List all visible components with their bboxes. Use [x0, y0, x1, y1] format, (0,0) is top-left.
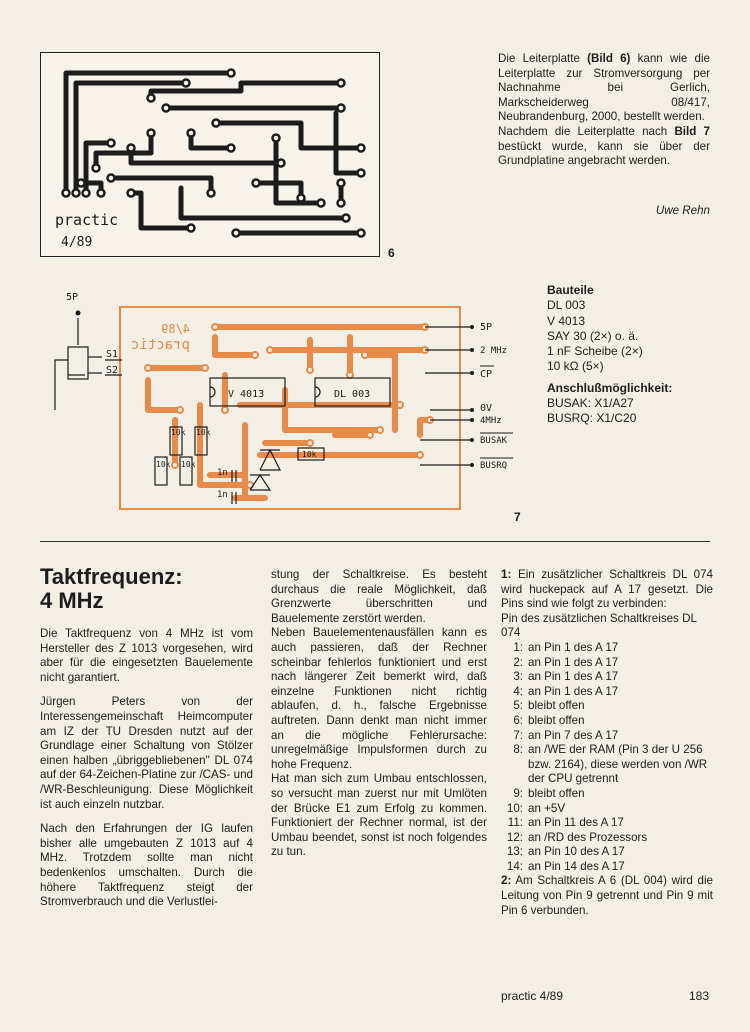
pin-2mhz: 2 MHz — [480, 346, 507, 356]
ic-v4013-label: V 4013 — [228, 389, 264, 400]
list-item: 10:an +5V — [506, 801, 566, 815]
schematic-drawing: 4/89 practic — [54, 292, 513, 510]
resistor-4-label: 10k — [181, 460, 196, 469]
pcb-label-issue: 4/89 — [61, 235, 92, 250]
pin-cp: CP — [480, 369, 492, 380]
part-item: 1 nF Scheibe (2×) — [547, 344, 643, 359]
list-item: 1:an Pin 1 des A 17 — [513, 640, 619, 654]
author-name: Uwe Rehn — [655, 204, 710, 217]
schematic-mirror-name: practic — [131, 337, 190, 353]
pcb-label-name: practic — [55, 211, 118, 229]
list-item: 9:bleibt offen — [513, 786, 585, 800]
list-item: 3:an Pin 1 des A 17 — [513, 670, 619, 684]
part-item: V 4013 — [547, 313, 586, 328]
list-item: 5:bleibt offen — [513, 699, 585, 713]
resistor-1-label: 10k — [171, 428, 186, 437]
footer-magazine: practic 4/89 — [501, 989, 564, 1003]
switch-s1-label: S1 — [106, 349, 118, 360]
list-item: 4:an Pin 1 des A 17 — [513, 684, 619, 698]
figure-6-number: 6 — [388, 246, 395, 260]
list-item: 7:an Pin 7 des A 17 — [513, 728, 619, 742]
schematic-figure: 4/89 practic — [40, 285, 513, 530]
connection-item: BUSAK: X1/A27 — [547, 396, 634, 411]
step-2: 2: Am Schaltkreis A 6 (DL 004) wird die … — [501, 874, 713, 917]
paragraph: Hat man sich zum Umbau entschlossen, so … — [271, 772, 487, 859]
page-number: 183 — [689, 989, 710, 1003]
list-item: 12:an /RD des Prozessors — [506, 830, 648, 844]
intro-text: Die Leiterplatte (Bild 6) kann wie die L… — [498, 52, 710, 169]
parts-list: Bauteile DL 003 V 4013 SAY 30 (2×) o. ä.… — [547, 283, 747, 427]
switch-s2-label: S2 — [106, 365, 118, 376]
pin-5p: 5P — [480, 322, 492, 333]
paragraph: Nach den Erfahrungen der IG laufen bishe… — [40, 822, 253, 909]
pin-4mhz: 4MHz — [480, 416, 502, 426]
pcb-figure: practic 4/89 — [40, 52, 380, 257]
terminal-5p: 5P — [66, 292, 78, 303]
part-item: SAY 30 (2×) o. ä. — [547, 328, 639, 343]
article-column-3: 1: Ein zusätzlicher Schaltkreis DL 074 w… — [501, 568, 713, 918]
resistor-5-label: 10k — [302, 450, 317, 459]
connection-heading: Anschlußmöglichkeit: — [547, 380, 673, 395]
list-item: 11:an Pin 11 des A 17 — [507, 816, 624, 830]
pin-busrq: BUSRQ — [480, 461, 507, 471]
article-column-1: Die Taktfrequenz von 4 MHz ist vom Herst… — [40, 627, 253, 920]
intro-paragraph-1: Die Leiterplatte (Bild 6) kann wie die L… — [498, 52, 711, 124]
paragraph: stung der Schaltkreise. Es besteht durch… — [271, 568, 487, 625]
paragraph: Jürgen Peters von der Interessengemeinsc… — [40, 695, 253, 811]
paragraph: Neben Bauelementenausfällen kann es auch… — [271, 626, 487, 771]
ic-dl003-label: DL 003 — [334, 389, 370, 400]
list-item: 2:an Pin 1 des A 17 — [513, 655, 619, 669]
connection-item: BUSRQ: X1/C20 — [547, 411, 637, 426]
resistor-3-label: 10k — [156, 460, 171, 469]
parts-heading: Bauteile — [547, 283, 594, 297]
list-item: 14:an Pin 14 des A 17 — [506, 859, 625, 873]
part-item: 10 kΩ (5×) — [547, 359, 604, 374]
article-title: Taktfrequenz: 4 MHz — [40, 564, 183, 613]
paragraph: Die Taktfrequenz von 4 MHz ist vom Herst… — [40, 627, 253, 684]
pins-heading: Pin des zusätzlichen Schaltkreises DL 07… — [501, 611, 697, 640]
resistor-2-label: 10k — [196, 428, 211, 437]
part-item: DL 003 — [547, 298, 586, 313]
figure-7-number: 7 — [514, 510, 521, 524]
section-divider — [40, 541, 710, 542]
pin-list: 1:an Pin 1 des A 17 2:an Pin 1 des A 17 … — [501, 641, 713, 875]
capacitor-2-label: 1n — [217, 490, 228, 500]
list-item: 13:an Pin 10 des A 17 — [506, 845, 625, 859]
pin-busak: BUSAK — [480, 436, 508, 446]
pcb-drawing: practic 4/89 — [55, 68, 366, 250]
list-item: 8:an /WE der RAM (Pin 3 der U 256 bzw. 2… — [513, 743, 708, 786]
list-item: 6:bleibt offen — [513, 713, 585, 727]
article-column-2: stung der Schaltkreise. Es besteht durch… — [271, 568, 487, 860]
step-1: 1: Ein zusätzlicher Schaltkreis DL 074 w… — [501, 568, 713, 611]
pin-0v: 0V — [480, 403, 492, 414]
capacitor-1-label: 1n — [217, 468, 228, 478]
schematic-mirror-issue: 4/89 — [161, 322, 190, 336]
intro-paragraph-2: Nachdem die Leiterplatte nach Bild 7 bes… — [498, 124, 710, 168]
